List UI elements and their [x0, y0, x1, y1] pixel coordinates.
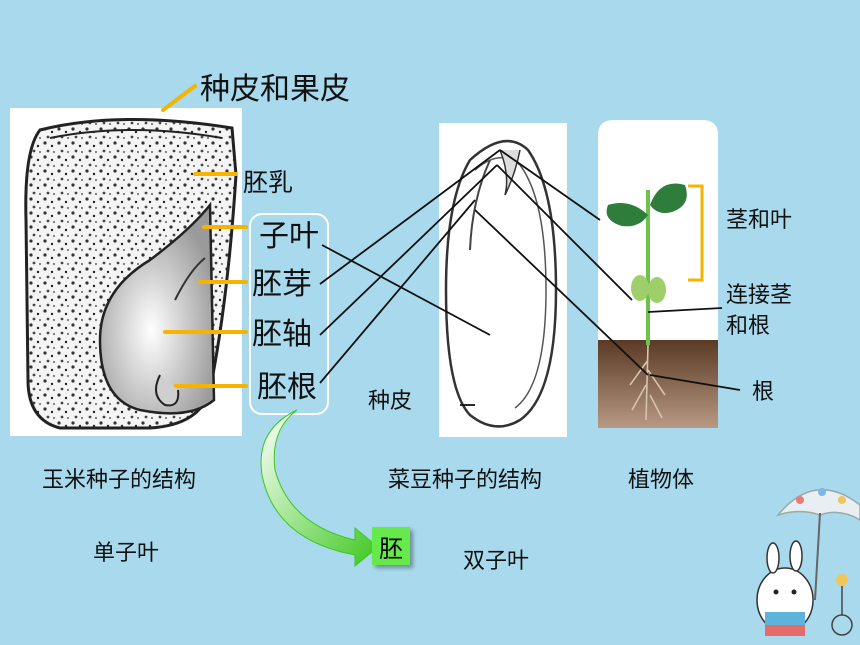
plant-illustration	[598, 120, 718, 428]
leader-lines	[319, 149, 741, 406]
label-stem-and-leaf: 茎和叶	[726, 208, 793, 233]
bean-seed-illustration	[439, 123, 567, 437]
caption-monocot: 单子叶	[93, 541, 160, 566]
label-hypocotyl: 胚轴	[252, 317, 312, 352]
corn-pointers	[161, 84, 248, 388]
label-radicle: 胚根	[257, 370, 317, 405]
caption-corn-seed-structure: 玉米种子的结构	[42, 468, 197, 493]
caption-plant-body: 植物体	[628, 468, 695, 493]
label-bean-seed-coat: 种皮	[368, 389, 413, 414]
caption-bean-seed-structure: 菜豆种子的结构	[388, 468, 543, 493]
label-connect-root-line2: 和根	[726, 314, 771, 339]
label-cotyledon: 子叶	[259, 219, 319, 254]
label-connect-stem-line1: 连接茎	[726, 283, 793, 308]
corn-seed-illustration	[10, 108, 242, 436]
label-seed-coat-and-pericarp: 种皮和果皮	[200, 72, 350, 107]
stem-leaf-bracket	[688, 184, 704, 282]
label-root: 根	[752, 380, 775, 405]
embryo-box: 胚	[372, 527, 410, 565]
label-plumule: 胚芽	[252, 267, 312, 302]
label-endosperm: 胚乳	[243, 168, 294, 197]
caption-dicot: 双子叶	[463, 549, 530, 574]
bunny-umbrella-mascot-icon	[756, 488, 860, 636]
green-arrow-icon	[260, 409, 379, 568]
